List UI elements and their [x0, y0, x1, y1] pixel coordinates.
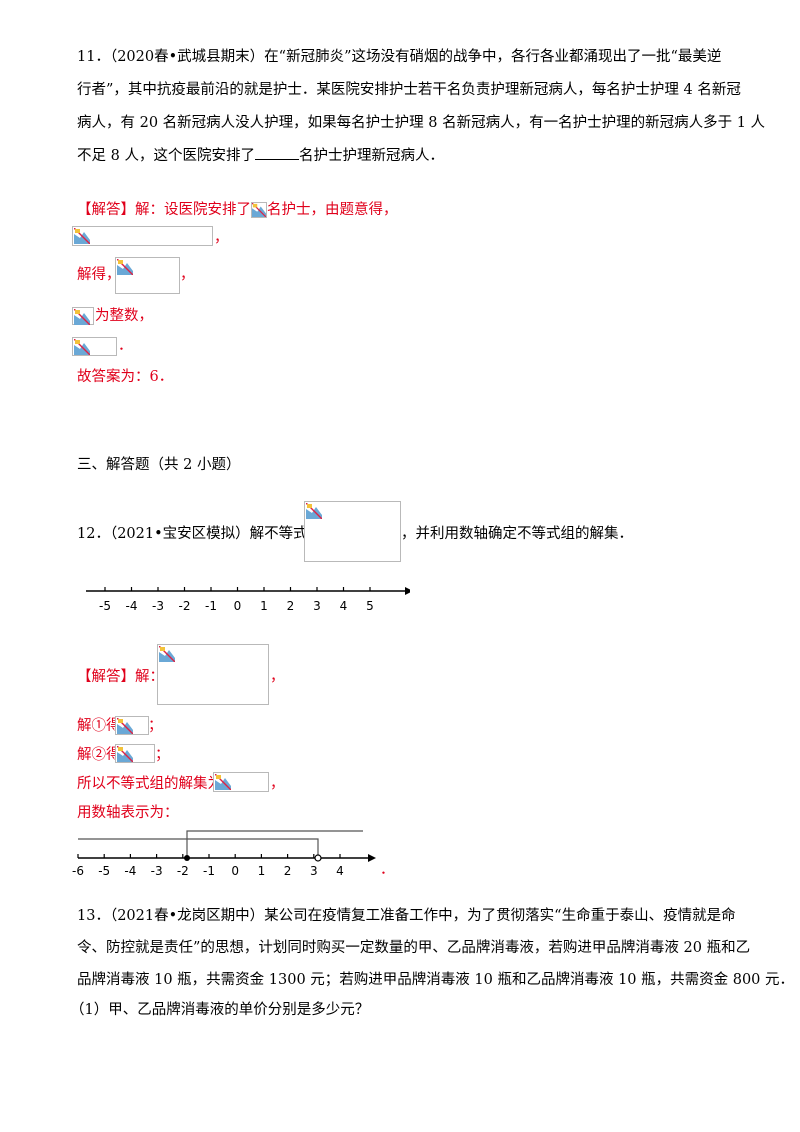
axis-tick-label: 1	[258, 864, 266, 878]
broken-image-icon	[251, 202, 267, 218]
q11-comma-2: ，	[180, 267, 195, 283]
axis-tick-label: 2	[287, 599, 295, 613]
q12-solution-text: 所以不等式组的解集为	[77, 776, 222, 792]
axis-tick-label: 4	[336, 864, 344, 878]
answer-blank	[254, 145, 299, 160]
q12-semicolon-2: ；	[155, 747, 170, 763]
axis-tick-label: 5	[366, 599, 374, 613]
broken-image-icon	[74, 339, 90, 355]
q11-line-1: 11．（2020春•武城县期末）在“新冠肺炎”这场没有硝烟的战争中，各行各业都涌…	[77, 49, 722, 65]
hollow-point-3	[314, 854, 322, 862]
broken-image-icon	[159, 646, 175, 662]
axis-arrow	[405, 587, 410, 595]
axis-tick-label: -6	[72, 864, 84, 878]
equation-image-placeholder	[115, 257, 180, 294]
q11-line-2: 行者”，其中抗疫最前沿的就是护士．某医院安排护士若干名负责护理新冠病人，每名护士…	[77, 82, 741, 98]
axis-tick-label: -2	[179, 599, 191, 613]
axis-tick-label: -4	[126, 599, 138, 613]
equation-image-placeholder	[72, 226, 213, 246]
q13-line-3: 品牌消毒液 10 瓶，共需资金 1300 元；若购进甲品牌消毒液 10 瓶和乙品…	[77, 972, 795, 988]
broken-image-icon	[117, 746, 133, 762]
q12-stem-a: 12．（2021•宝安区模拟）解不等式组	[77, 526, 323, 542]
q13-subquestion-1: （1）甲、乙品牌消毒液的单价分别是多少元？	[70, 1002, 370, 1018]
broken-image-icon	[215, 774, 231, 790]
axis-arrow	[368, 854, 376, 862]
axis-tick-label: -3	[152, 599, 164, 613]
q11-integer-text: 为整数，	[95, 308, 153, 324]
axis-tick-label: 2	[284, 864, 292, 878]
broken-image-icon	[74, 228, 90, 244]
q11-answer-prefix: 【解答】解：设医院安排了	[77, 202, 251, 218]
q12-step-2: 解②得	[77, 747, 121, 763]
q11-comma: ，	[214, 230, 229, 246]
q12-answer-prefix: 【解答】解：	[77, 669, 164, 685]
axis-tick-label: 0	[234, 599, 242, 613]
q11-period: ．	[118, 338, 133, 354]
q11-final-answer: 故答案为：6．	[77, 369, 174, 385]
greater-or-equal-minus2-ray	[186, 830, 363, 858]
q12-period: ．	[380, 862, 395, 878]
axis-tick-label: -5	[99, 599, 111, 613]
axis-tick-label: -2	[177, 864, 189, 878]
inequality-system-image	[157, 644, 269, 705]
section-title: 三、解答题（共 2 小题）	[77, 457, 241, 473]
axis-tick-label: -4	[124, 864, 136, 878]
q12-comma-2: ，	[270, 776, 285, 792]
broken-image-icon	[74, 309, 90, 325]
equation-image-placeholder	[72, 337, 117, 356]
broken-image-icon	[117, 718, 133, 734]
q11-line-4-text-b: 名护士护理新冠病人．	[298, 148, 444, 164]
solid-point-minus-2	[184, 855, 190, 861]
q11-line-4-text-a: 不足 8 人，这个医院安排了	[77, 148, 255, 164]
axis-tick-label: 3	[310, 864, 318, 878]
axis-tick-label: -1	[203, 864, 215, 878]
axis-tick-label: 3	[313, 599, 321, 613]
q12-show-text: 用数轴表示为：	[77, 805, 179, 821]
q11-jiede: 解得，	[77, 267, 121, 283]
axis-tick-label: -5	[98, 864, 110, 878]
equation-image-placeholder	[115, 716, 149, 735]
q12-semicolon-1: ；	[148, 718, 163, 734]
equation-image-placeholder	[72, 307, 94, 325]
q11-answer-suffix: 名护士，由题意得，	[267, 202, 398, 218]
q12-comma: ，	[270, 669, 285, 685]
q12-stem-b: ，并利用数轴确定不等式组的解集．	[401, 526, 633, 542]
number-line-1: -5 -4 -3 -2 -1 0 1 2 3 4 5	[86, 587, 410, 613]
q11-line-4: 不足 8 人，这个医院安排了 名护士护理新冠病人．	[77, 145, 444, 166]
axis-tick-label: 1	[260, 599, 268, 613]
broken-image-icon	[306, 503, 322, 519]
q12-step-1: 解①得	[77, 718, 121, 734]
q13-line-2: 令、防控就是责任”的思想，计划同时购买一定数量的甲、乙品牌消毒液，若购进甲品牌消…	[77, 940, 751, 956]
equation-image-placeholder	[213, 772, 269, 792]
number-line-2: -6 -5 -4 -3 -2 -1 0 1 2 3 4	[72, 830, 376, 878]
broken-image-icon	[117, 259, 133, 275]
q13-line-1: 13．（2021春•龙岗区期中）某公司在疫情复工准备工作中，为了贯彻落实“生命重…	[77, 908, 736, 924]
axis-tick-label: 4	[340, 599, 348, 613]
axis-tick-label: 0	[231, 864, 239, 878]
q11-line-3: 病人，有 20 名新冠病人没人护理，如果每名护士护理 8 名新冠病人，有一名护士…	[77, 115, 766, 131]
q11-answer-line: 【解答】解：设医院安排了名护士，由题意得，	[77, 200, 398, 220]
inequality-system-image	[304, 501, 401, 562]
less-than-3-ray	[78, 838, 319, 858]
axis-tick-label: -3	[151, 864, 163, 878]
equation-image-placeholder	[115, 744, 155, 763]
axis-tick-label: -1	[205, 599, 217, 613]
